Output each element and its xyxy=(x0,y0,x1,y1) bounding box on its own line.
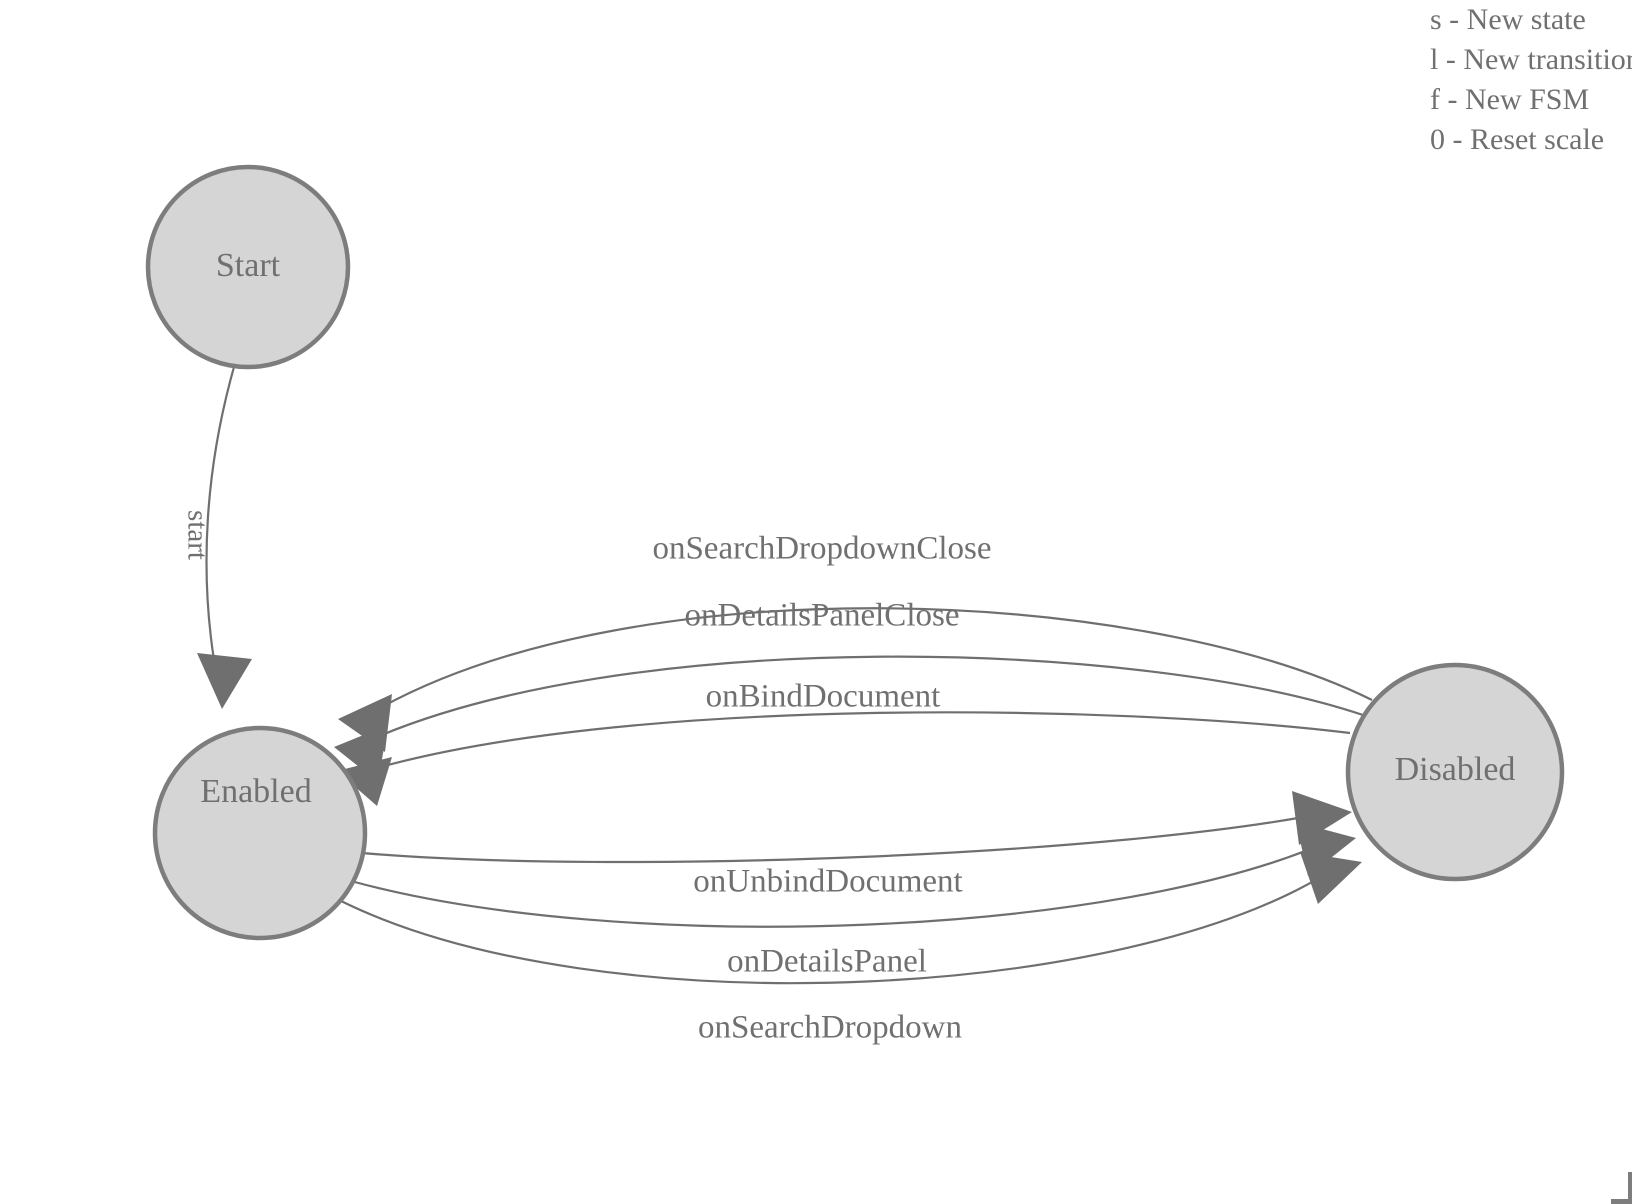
transition-label-start: start xyxy=(181,510,213,560)
state-node-label: Disabled xyxy=(1395,751,1516,788)
transition-enabled-to-disabled-onsearchdropdown[interactable] xyxy=(338,852,1362,985)
resize-handle-horizontal-bar xyxy=(1611,1199,1632,1204)
resize-handle-vertical-bar xyxy=(1628,1172,1632,1204)
transition-edge-line xyxy=(365,607,1373,717)
transition-disabled-to-enabled-onbinddocument[interactable] xyxy=(337,711,1351,806)
state-node-disabled[interactable]: Disabled xyxy=(1345,662,1565,882)
arrowhead-icon xyxy=(1300,852,1362,904)
transition-start-to-enabled[interactable] xyxy=(197,366,252,709)
transition-enabled-to-disabled-onunbinddocument[interactable] xyxy=(361,791,1352,864)
transition-label-onunbinddocument: onUnbindDocument xyxy=(693,864,962,900)
state-node-circle[interactable] xyxy=(1345,662,1565,882)
transition-label-ondetailspanelclose: onDetailsPanelClose xyxy=(685,598,960,634)
arrowhead-icon xyxy=(197,653,252,709)
transition-label-onbinddocument: onBindDocument xyxy=(706,679,941,715)
arrowhead-icon xyxy=(337,757,392,806)
state-node-circle[interactable] xyxy=(152,725,368,941)
state-node-enabled[interactable]: Enabled xyxy=(152,725,368,941)
state-node-circle[interactable] xyxy=(145,164,351,370)
transition-label-onsearchdropdownclose: onSearchDropdownClose xyxy=(652,531,991,567)
transition-edge-line xyxy=(350,837,1337,928)
resize-handle[interactable] xyxy=(1611,1172,1632,1204)
transition-edge-line xyxy=(360,655,1364,745)
state-node-label: Start xyxy=(216,247,281,284)
transition-edge-line xyxy=(362,711,1351,774)
transition-edge-line xyxy=(361,810,1331,864)
state-node-label: Enabled xyxy=(200,773,311,810)
state-node-start[interactable]: Start xyxy=(145,164,351,370)
transition-edge-line xyxy=(338,861,1345,985)
transition-label-ondetailspanel: onDetailsPanel xyxy=(727,944,927,980)
transition-label-onsearchdropdown: onSearchDropdown xyxy=(698,1010,962,1046)
transition-edge-line xyxy=(205,366,236,661)
